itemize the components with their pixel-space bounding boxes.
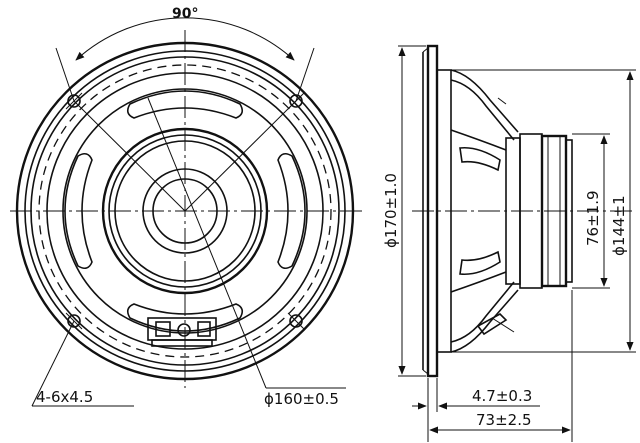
total-depth-label: 73±2.5 <box>476 411 532 429</box>
frame-rim <box>436 69 452 353</box>
cone-ring-2 <box>108 134 262 288</box>
cone-ring-1 <box>101 127 269 295</box>
radial-line-right <box>184 100 297 212</box>
flange-thickness-label: 4.7±0.3 <box>472 387 532 405</box>
basket-lower-outer <box>450 289 519 353</box>
basket-window-bottom <box>126 303 244 332</box>
terminal-block <box>147 317 217 347</box>
basket-upper-outer <box>450 69 519 133</box>
side-view: ϕ170±1.0 76±1.9 ϕ144±1 4.7±0.3 73±2.5 <box>382 44 636 442</box>
back-plate <box>565 139 573 283</box>
mount-hole-bottom-right <box>287 312 305 330</box>
cutout-diameter-label: ϕ144±1 <box>610 195 628 256</box>
radial-line-left <box>73 100 186 212</box>
dust-cap-outer <box>142 168 228 254</box>
basket-rib-upper <box>459 146 501 172</box>
hole-leader <box>31 320 75 407</box>
basket-upper-inner <box>450 79 515 141</box>
bolt-circle-leader <box>147 97 267 389</box>
bolt-circle-label: ϕ160±0.5 <box>264 390 339 408</box>
cone-outer <box>62 88 308 334</box>
angle-label: 90° <box>172 6 198 22</box>
angle-line-left <box>55 47 75 102</box>
basket-lower-inner <box>450 281 515 343</box>
mount-holes-label: 4-6x4.5 <box>36 388 93 406</box>
magnet-diameter-label: 76±1.9 <box>584 190 602 246</box>
front-view: 90° ϕ160±0.5 4-6x4.5 <box>10 6 362 408</box>
basket-window-left <box>64 152 93 270</box>
cone-ring-3 <box>114 140 256 282</box>
surround-outer <box>46 72 324 350</box>
bolt-circle <box>38 64 332 358</box>
frame-inner-ring <box>24 50 346 372</box>
angle-line-right <box>295 47 315 102</box>
outer-frame-ring <box>15 41 355 381</box>
dust-cap-inner <box>152 178 218 244</box>
angle-arc <box>75 17 295 61</box>
basket-rib-lower <box>459 250 501 276</box>
basket-window-right <box>277 152 306 270</box>
outer-diameter-label: ϕ170±1.0 <box>382 173 400 248</box>
basket-window-top <box>126 90 244 119</box>
